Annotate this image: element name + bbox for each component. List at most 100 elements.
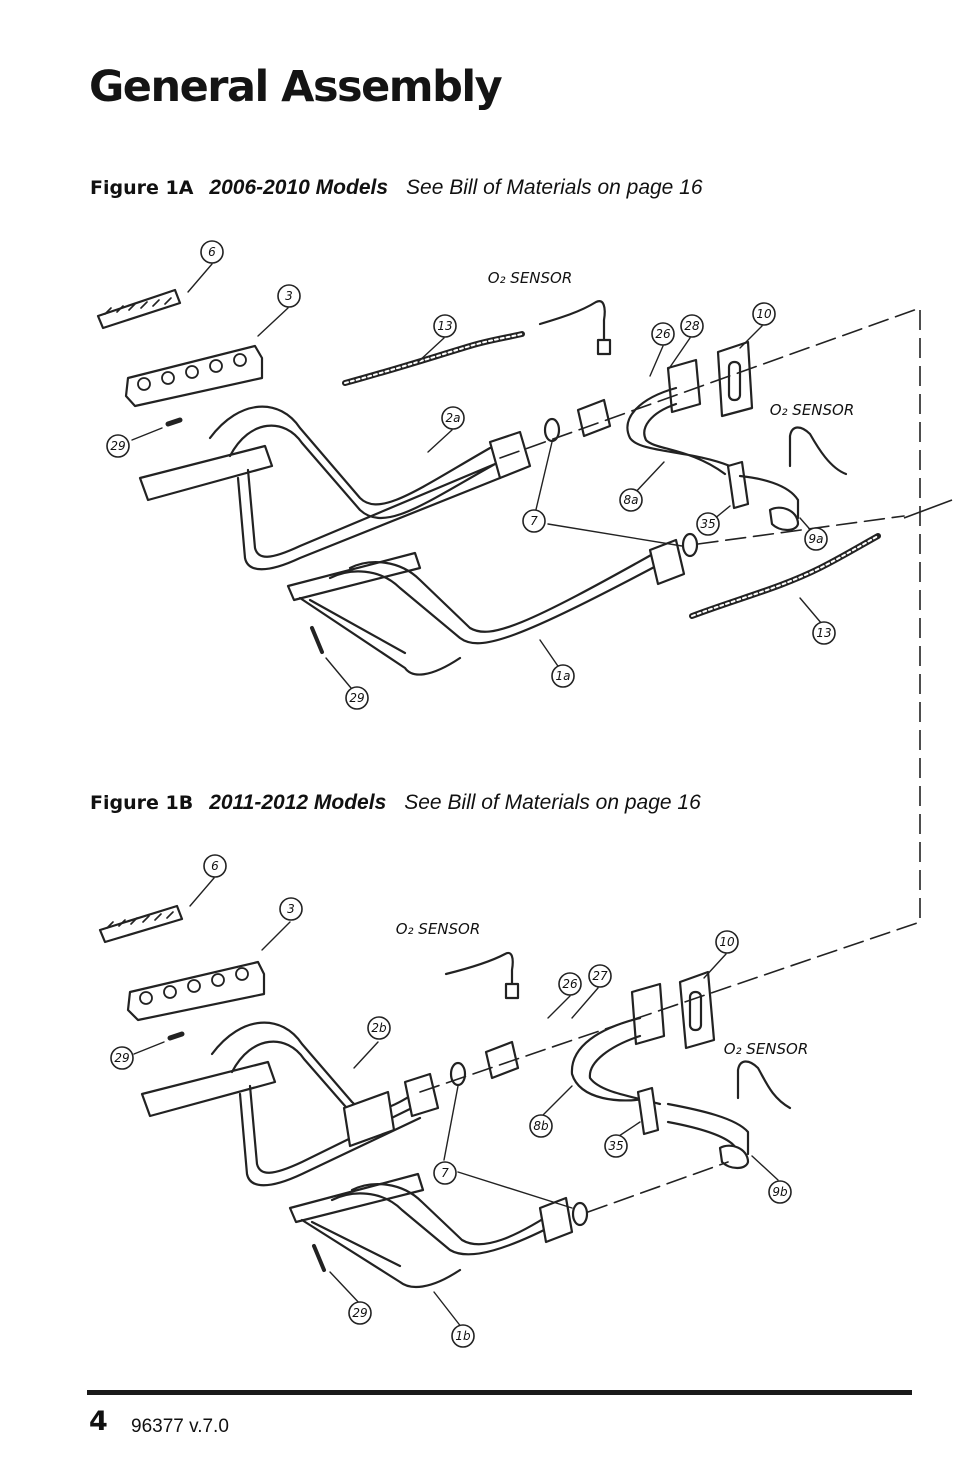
header-1a-flange: [286, 551, 422, 602]
figure-1a-svg: 6 3 13 26 28 10 2a 29 7 8a 35 9a 13 1a 2…: [96, 240, 921, 710]
tailpipe-9a: [738, 474, 800, 520]
callout-1a: 1a: [556, 669, 571, 683]
callout-29-lower: 29: [349, 691, 364, 705]
callout-27: 27: [592, 969, 608, 983]
gasket-holes: [137, 353, 247, 391]
bolt-lower: [310, 626, 324, 654]
gasket-ring-lower: [681, 532, 699, 558]
figure-1a-bom-note: See Bill of Materials on page 16: [406, 176, 703, 199]
braided-line-upper-inner: [344, 333, 523, 384]
callout-8b: 8b: [533, 1119, 549, 1133]
document-version: 96377 v.7.0: [131, 1416, 229, 1437]
callout-leaders: [133, 877, 779, 1329]
callout-35: 35: [700, 517, 715, 531]
header-1b-flange: [288, 1172, 425, 1224]
bolt-lower: [312, 1244, 326, 1272]
callout-1b: 1b: [455, 1329, 471, 1343]
figure-1a-models: 2006-2010 Models: [209, 176, 389, 199]
o2-sensor-lead-upper: [444, 951, 514, 990]
o2-sensor-lead-right: [788, 426, 848, 476]
figure-1a-label: Figure 1A: [90, 177, 194, 199]
header-1b-collector: [538, 1196, 574, 1244]
o2-sensor-label-upper: O₂ SENSOR: [488, 269, 573, 287]
gasket-holes: [139, 967, 249, 1005]
mid-pipe-8a: [626, 358, 732, 476]
braided-line-lower-inner: [691, 535, 879, 617]
callout-29-upper: 29: [114, 1051, 129, 1065]
o2-sensor-label-upper: O₂ SENSOR: [396, 920, 481, 938]
callout-6: 6: [208, 245, 216, 259]
flange-plate-upper: [484, 1040, 520, 1080]
bolt-upper: [167, 1031, 185, 1041]
tailpipe-9b: [666, 1102, 750, 1156]
gasket-10: [678, 970, 716, 1050]
callout-3: 3: [287, 902, 295, 916]
callout-10: 10: [756, 307, 772, 321]
figure-1b-svg: 6 3 26 27 10 2b 29 7 8b 35 9b 29 1b O₂ S…: [98, 854, 921, 1348]
page-number: 4: [89, 1406, 108, 1437]
callout-29-lower: 29: [352, 1306, 367, 1320]
figure-1b-label: Figure 1B: [90, 792, 194, 814]
gasket-ring-upper: [449, 1061, 467, 1087]
flange-9b: [718, 1144, 750, 1170]
callout-markers: [106, 240, 836, 710]
o2-sensor-upper: [596, 338, 612, 356]
gasket-10: [716, 340, 754, 418]
callout-13-lower: 13: [816, 626, 831, 640]
callout-2a: 2a: [446, 411, 461, 425]
callout-9b: 9b: [772, 1185, 788, 1199]
callout-8a: 8a: [624, 493, 639, 507]
exhaust-centerline: [419, 921, 921, 1213]
header-2b-midbox: [342, 1090, 396, 1148]
callout-9a: 9a: [809, 532, 824, 546]
clamp-35: [726, 460, 750, 510]
header-1b-tubes: [300, 1183, 562, 1288]
callout-2b: 2b: [371, 1021, 387, 1035]
o2-sensor-lead-right: [736, 1060, 792, 1110]
callout-29-upper: 29: [110, 439, 125, 453]
figure-1b-diagram: 6 3 26 27 10 2b 29 7 8b 35 9b 29 1b O₂ S…: [0, 842, 954, 1362]
clamp-35: [636, 1086, 660, 1136]
page-title: General Assembly: [89, 62, 503, 112]
figure-1a-diagram: 6 3 13 26 28 10 2a 29 7 8a 35 9a 13 1a 2…: [0, 228, 954, 748]
figure-1b-caption: Figure 1B 2011-2012 Models See Bill of Mat…: [90, 791, 701, 815]
gasket-ring-lower: [571, 1201, 589, 1227]
o2-sensor-upper: [504, 982, 520, 1000]
callout-6: 6: [211, 859, 219, 873]
flange-9a: [768, 506, 800, 532]
heat-shield-ridges: [106, 911, 174, 929]
header-2b-collector: [403, 1072, 440, 1118]
callout-26: 26: [562, 977, 578, 991]
callout-leaders: [131, 263, 823, 695]
callout-3: 3: [285, 289, 293, 303]
header-2b-flange: [140, 1060, 277, 1118]
gasket-ring-upper: [543, 417, 561, 443]
figure-1b-bom-note: See Bill of Materials on page 16: [404, 791, 701, 814]
gasket-10-slot: [727, 360, 742, 402]
callout-7: 7: [441, 1166, 449, 1180]
callout-7: 7: [530, 514, 538, 528]
figure-1a-caption: Figure 1A 2006-2010 Models See Bill of Mat…: [90, 176, 703, 200]
o2-sensor-lead-upper: [538, 300, 606, 348]
o2-sensor-label-right: O₂ SENSOR: [770, 401, 855, 419]
callout-28: 28: [684, 319, 700, 333]
figure-1b-models: 2011-2012 Models: [209, 791, 387, 814]
o2-sensor-label-right: O₂ SENSOR: [724, 1040, 809, 1058]
exhaust-centerline: [499, 307, 921, 545]
callout-35: 35: [608, 1139, 623, 1153]
header-1a-tubes: [298, 548, 662, 676]
bolt-upper: [165, 417, 183, 427]
callout-markers: [110, 854, 792, 1348]
heat-shield-part: [98, 904, 184, 944]
braided-line-lower: [689, 533, 881, 619]
callout-13-upper: 13: [437, 319, 452, 333]
flange-plate-upper: [576, 398, 612, 438]
header-2b-tubes: [210, 1021, 422, 1187]
header-1a-collector: [648, 538, 686, 586]
gasket-10-slot: [688, 990, 703, 1032]
header-2a-flange: [138, 444, 274, 502]
footer-rule: [87, 1390, 912, 1395]
callout-26: 26: [655, 327, 671, 341]
callout-10: 10: [719, 935, 735, 949]
heat-shield-ridges: [104, 297, 172, 315]
